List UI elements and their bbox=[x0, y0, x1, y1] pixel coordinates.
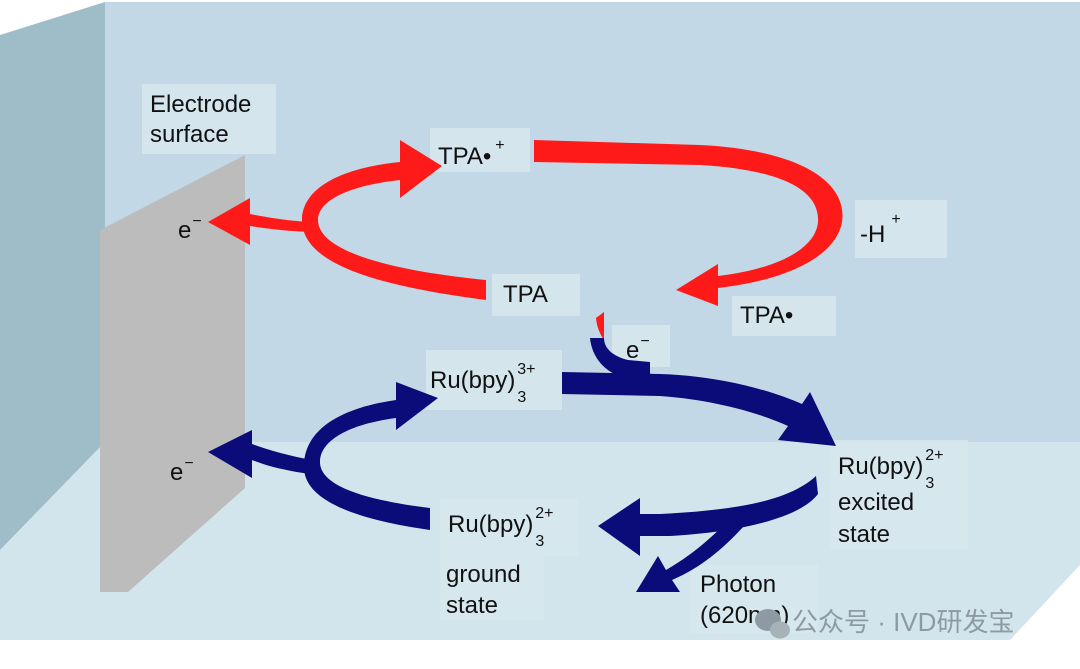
watermark: 公众号 · IVD研发宝 bbox=[755, 607, 1014, 639]
blue-ru-cycle bbox=[208, 372, 836, 592]
electrode-plate bbox=[100, 155, 245, 592]
ground-state-line-2: state bbox=[446, 592, 498, 619]
excited-state-line-2: state bbox=[838, 521, 890, 548]
electrode-label-line-2: surface bbox=[150, 121, 229, 148]
deprotonation-arc-arrow bbox=[534, 140, 843, 306]
tpa-radical-electron-tail-blue bbox=[590, 338, 650, 380]
electron-to-electrode-red-arrow bbox=[208, 198, 318, 245]
red-tpa-cycle bbox=[208, 140, 843, 306]
ground-state-label: ground state bbox=[446, 561, 527, 619]
ru2-excited-label: Ru(bpy)32+ bbox=[838, 447, 944, 492]
tpa-radical-cation-label: TPA•+ bbox=[438, 137, 505, 170]
tpa-radical-electron-tail-red bbox=[596, 312, 604, 340]
minus-h-label: -H+ bbox=[860, 211, 901, 248]
back-wall bbox=[105, 2, 1080, 442]
electron-label-bottom: e− bbox=[170, 455, 194, 486]
electron-label-top: e− bbox=[178, 213, 202, 244]
photon-label: Photon (620nm) bbox=[700, 571, 789, 629]
tpa-radical-label: TPA• bbox=[740, 302, 793, 329]
tpa-oxidation-arrow bbox=[301, 140, 486, 300]
electrode-label-line-1: Electrode bbox=[150, 91, 251, 118]
ru3-reduction-arrow bbox=[562, 372, 836, 446]
ru2-ground-label: Ru(bpy)32+ bbox=[448, 505, 554, 550]
excited-state-label: excited state bbox=[838, 489, 921, 548]
excited-state-relaxation-arrow bbox=[598, 476, 818, 556]
photon-line-1: Photon bbox=[700, 571, 776, 598]
wechat-icon bbox=[755, 609, 790, 639]
ru-oxidation-arrow bbox=[303, 382, 438, 530]
ru3-label: Ru(bpy)33+ bbox=[430, 361, 536, 406]
ground-state-line-1: ground bbox=[446, 561, 521, 588]
electron-to-electrode-blue-arrow bbox=[208, 430, 312, 478]
tpa-label: TPA bbox=[503, 281, 548, 308]
electron-label-middle: e− bbox=[626, 333, 650, 364]
excited-state-line-1: excited bbox=[838, 489, 914, 516]
watermark-text: 公众号 · IVD研发宝 bbox=[792, 607, 1014, 637]
photon-emission-arrow bbox=[636, 518, 744, 592]
electrode-label: Electrode surface bbox=[150, 91, 258, 148]
label-backgrounds bbox=[142, 84, 968, 633]
floor-corner bbox=[1010, 565, 1080, 640]
left-wall bbox=[0, 2, 105, 550]
